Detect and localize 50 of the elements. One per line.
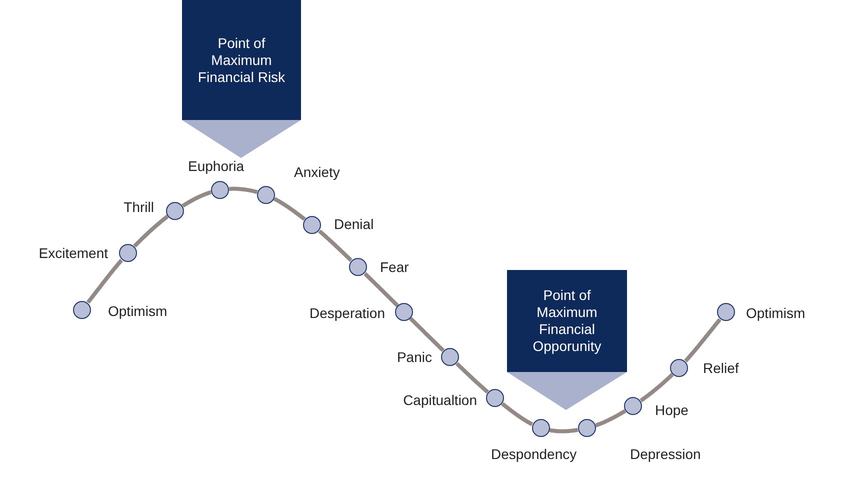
stage-label: Depression xyxy=(630,446,701,462)
stage-label: Optimism xyxy=(108,303,168,319)
curve-line xyxy=(318,229,353,262)
stage-label: Optimism xyxy=(746,305,806,321)
stage-label: Relief xyxy=(703,360,739,376)
stage-label: Thrill xyxy=(124,199,154,215)
stage-label: Panic xyxy=(396,349,432,365)
curve-line xyxy=(133,214,170,248)
stage-marker xyxy=(257,186,275,204)
callout-text: Point of Maximum Financial Risk xyxy=(196,34,286,86)
pointer-arrow xyxy=(182,120,301,158)
stage-marker xyxy=(441,348,459,366)
curve-line xyxy=(228,186,259,194)
stage-label: Desperation xyxy=(310,305,385,321)
stage-label: Hope xyxy=(655,402,688,418)
stage-label: Euphoria xyxy=(188,158,244,174)
curve-line xyxy=(181,190,212,208)
stage-marker xyxy=(349,258,367,276)
curve-line xyxy=(272,196,306,221)
stage-marker xyxy=(578,419,596,437)
curve-line xyxy=(639,372,674,402)
stage-label: Denial xyxy=(334,216,374,232)
curve-line xyxy=(548,428,580,434)
pointer-arrow xyxy=(507,372,627,410)
callout-box xyxy=(182,0,301,120)
stage-marker xyxy=(211,181,229,199)
stage-marker xyxy=(486,389,504,407)
curve-line xyxy=(684,318,722,363)
callout-box xyxy=(507,270,627,372)
stage-marker xyxy=(395,303,413,321)
stage-label: Fear xyxy=(380,259,409,275)
stage-marker xyxy=(73,301,91,319)
stage-label: Capitualtion xyxy=(403,392,477,408)
stage-marker xyxy=(670,359,688,377)
curve-line xyxy=(455,362,490,394)
curve-line xyxy=(594,409,627,428)
stage-marker xyxy=(119,244,137,262)
curve-line xyxy=(500,402,534,426)
stage-label: Excitement xyxy=(38,245,108,261)
stage-label: Despondency xyxy=(491,446,577,462)
stage-marker xyxy=(303,216,321,234)
stage-marker xyxy=(624,397,642,415)
stage-marker xyxy=(717,303,735,321)
stage-label: Anxiety xyxy=(294,164,340,180)
stage-marker xyxy=(532,419,550,437)
curve-line xyxy=(408,316,445,352)
curve-line xyxy=(86,258,124,304)
stage-marker xyxy=(166,202,184,220)
callout-text: Point of Maximum Financial Opporunity xyxy=(532,287,602,355)
curve-line xyxy=(363,272,400,308)
